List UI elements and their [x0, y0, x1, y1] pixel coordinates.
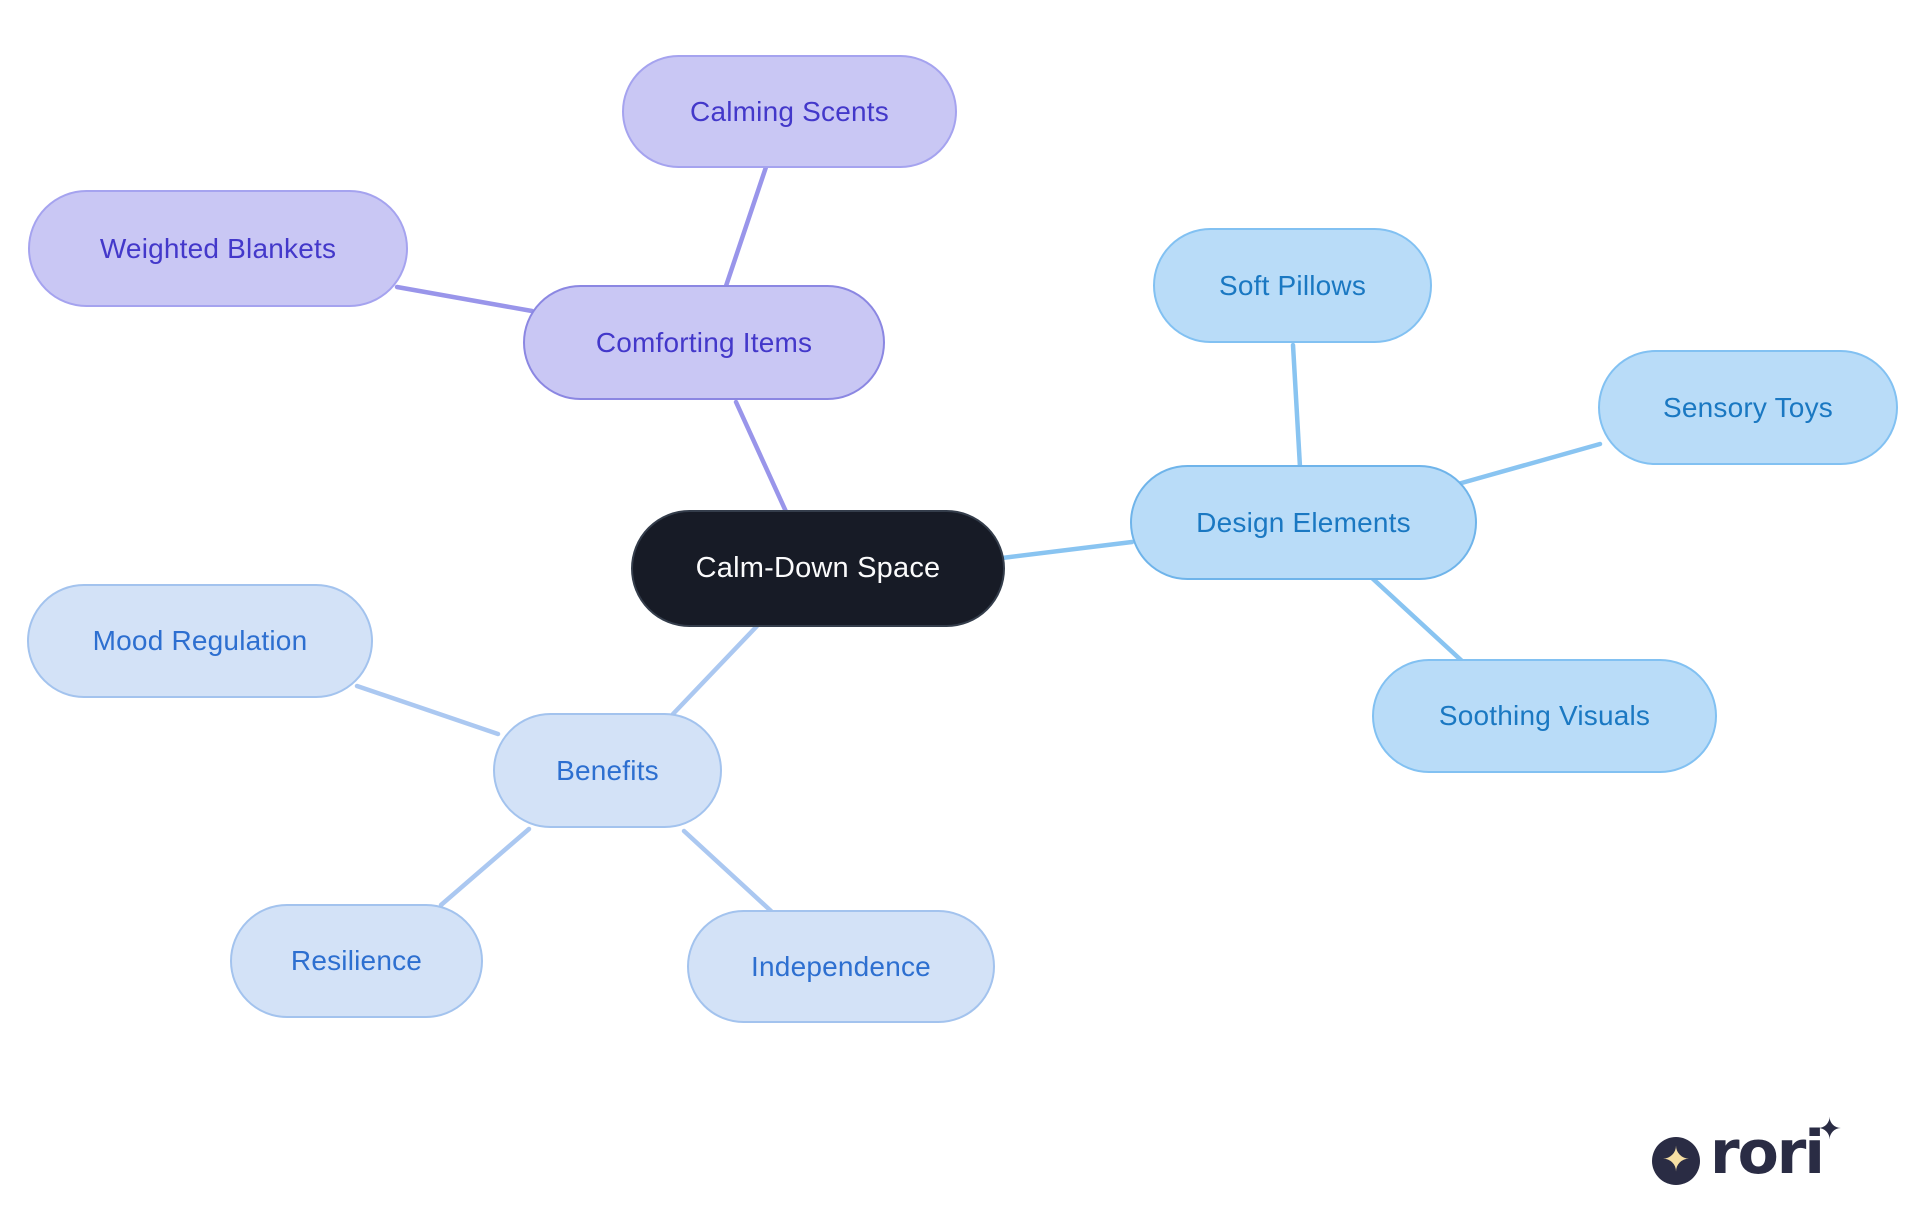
node-independence[interactable]: Independence	[687, 910, 995, 1023]
node-label: Weighted Blankets	[99, 232, 337, 264]
node-label: Resilience	[290, 945, 423, 976]
edge-root-benefits	[670, 623, 760, 717]
edge-benefits-resilience	[438, 826, 532, 908]
node-label: Benefits	[556, 754, 659, 786]
edge-comforting-calming-scents	[723, 164, 769, 289]
node-soft-pillows[interactable]: Soft Pillows	[1153, 228, 1432, 343]
rori-logo: ✦ rori ✦	[1652, 1115, 1842, 1185]
node-label: Comforting Items	[595, 326, 813, 358]
edge-design-soothing-visuals	[1369, 575, 1465, 664]
edge-root-design-elements	[999, 539, 1135, 561]
node-label: Design Elements	[1196, 506, 1411, 538]
node-label: Independence	[751, 950, 931, 982]
edge-mood-regulation-benefits	[354, 683, 501, 737]
node-sensory-toys[interactable]: Sensory Toys	[1598, 350, 1898, 465]
node-label: Calming Scents	[690, 95, 889, 127]
node-label: Soft Pillows	[1218, 269, 1367, 301]
sparkle-icon: ✦	[1661, 1141, 1691, 1179]
node-weighted-blankets[interactable]: Weighted Blankets	[28, 190, 408, 307]
edge-benefits-independence	[681, 828, 774, 914]
edge-design-sensory-toys	[1455, 441, 1603, 487]
node-resilience[interactable]: Resilience	[230, 904, 483, 1018]
node-comforting-items[interactable]: Comforting Items	[523, 285, 885, 400]
edge-soft-pillows-design	[1290, 342, 1303, 470]
node-mood-regulation[interactable]: Mood Regulation	[27, 584, 373, 698]
node-label: Soothing Visuals	[1438, 700, 1651, 731]
node-label: Sensory Toys	[1663, 391, 1833, 423]
node-label: Calm-Down Space	[695, 552, 941, 584]
node-soothing-visuals[interactable]: Soothing Visuals	[1372, 659, 1717, 773]
node-design-elements[interactable]: Design Elements	[1130, 465, 1477, 580]
edge-comforting-root	[733, 399, 791, 519]
sparkle-icon: ✦	[1816, 1113, 1843, 1146]
rori-logo-mark: ✦	[1652, 1137, 1700, 1185]
node-calm-down-space[interactable]: Calm-Down Space	[631, 510, 1005, 627]
node-calming-scents[interactable]: Calming Scents	[622, 55, 957, 168]
node-benefits[interactable]: Benefits	[493, 713, 722, 828]
rori-wordmark: rori	[1710, 1118, 1825, 1188]
node-label: Mood Regulation	[92, 625, 308, 656]
edge-weighted-blankets-comforting	[394, 284, 535, 314]
